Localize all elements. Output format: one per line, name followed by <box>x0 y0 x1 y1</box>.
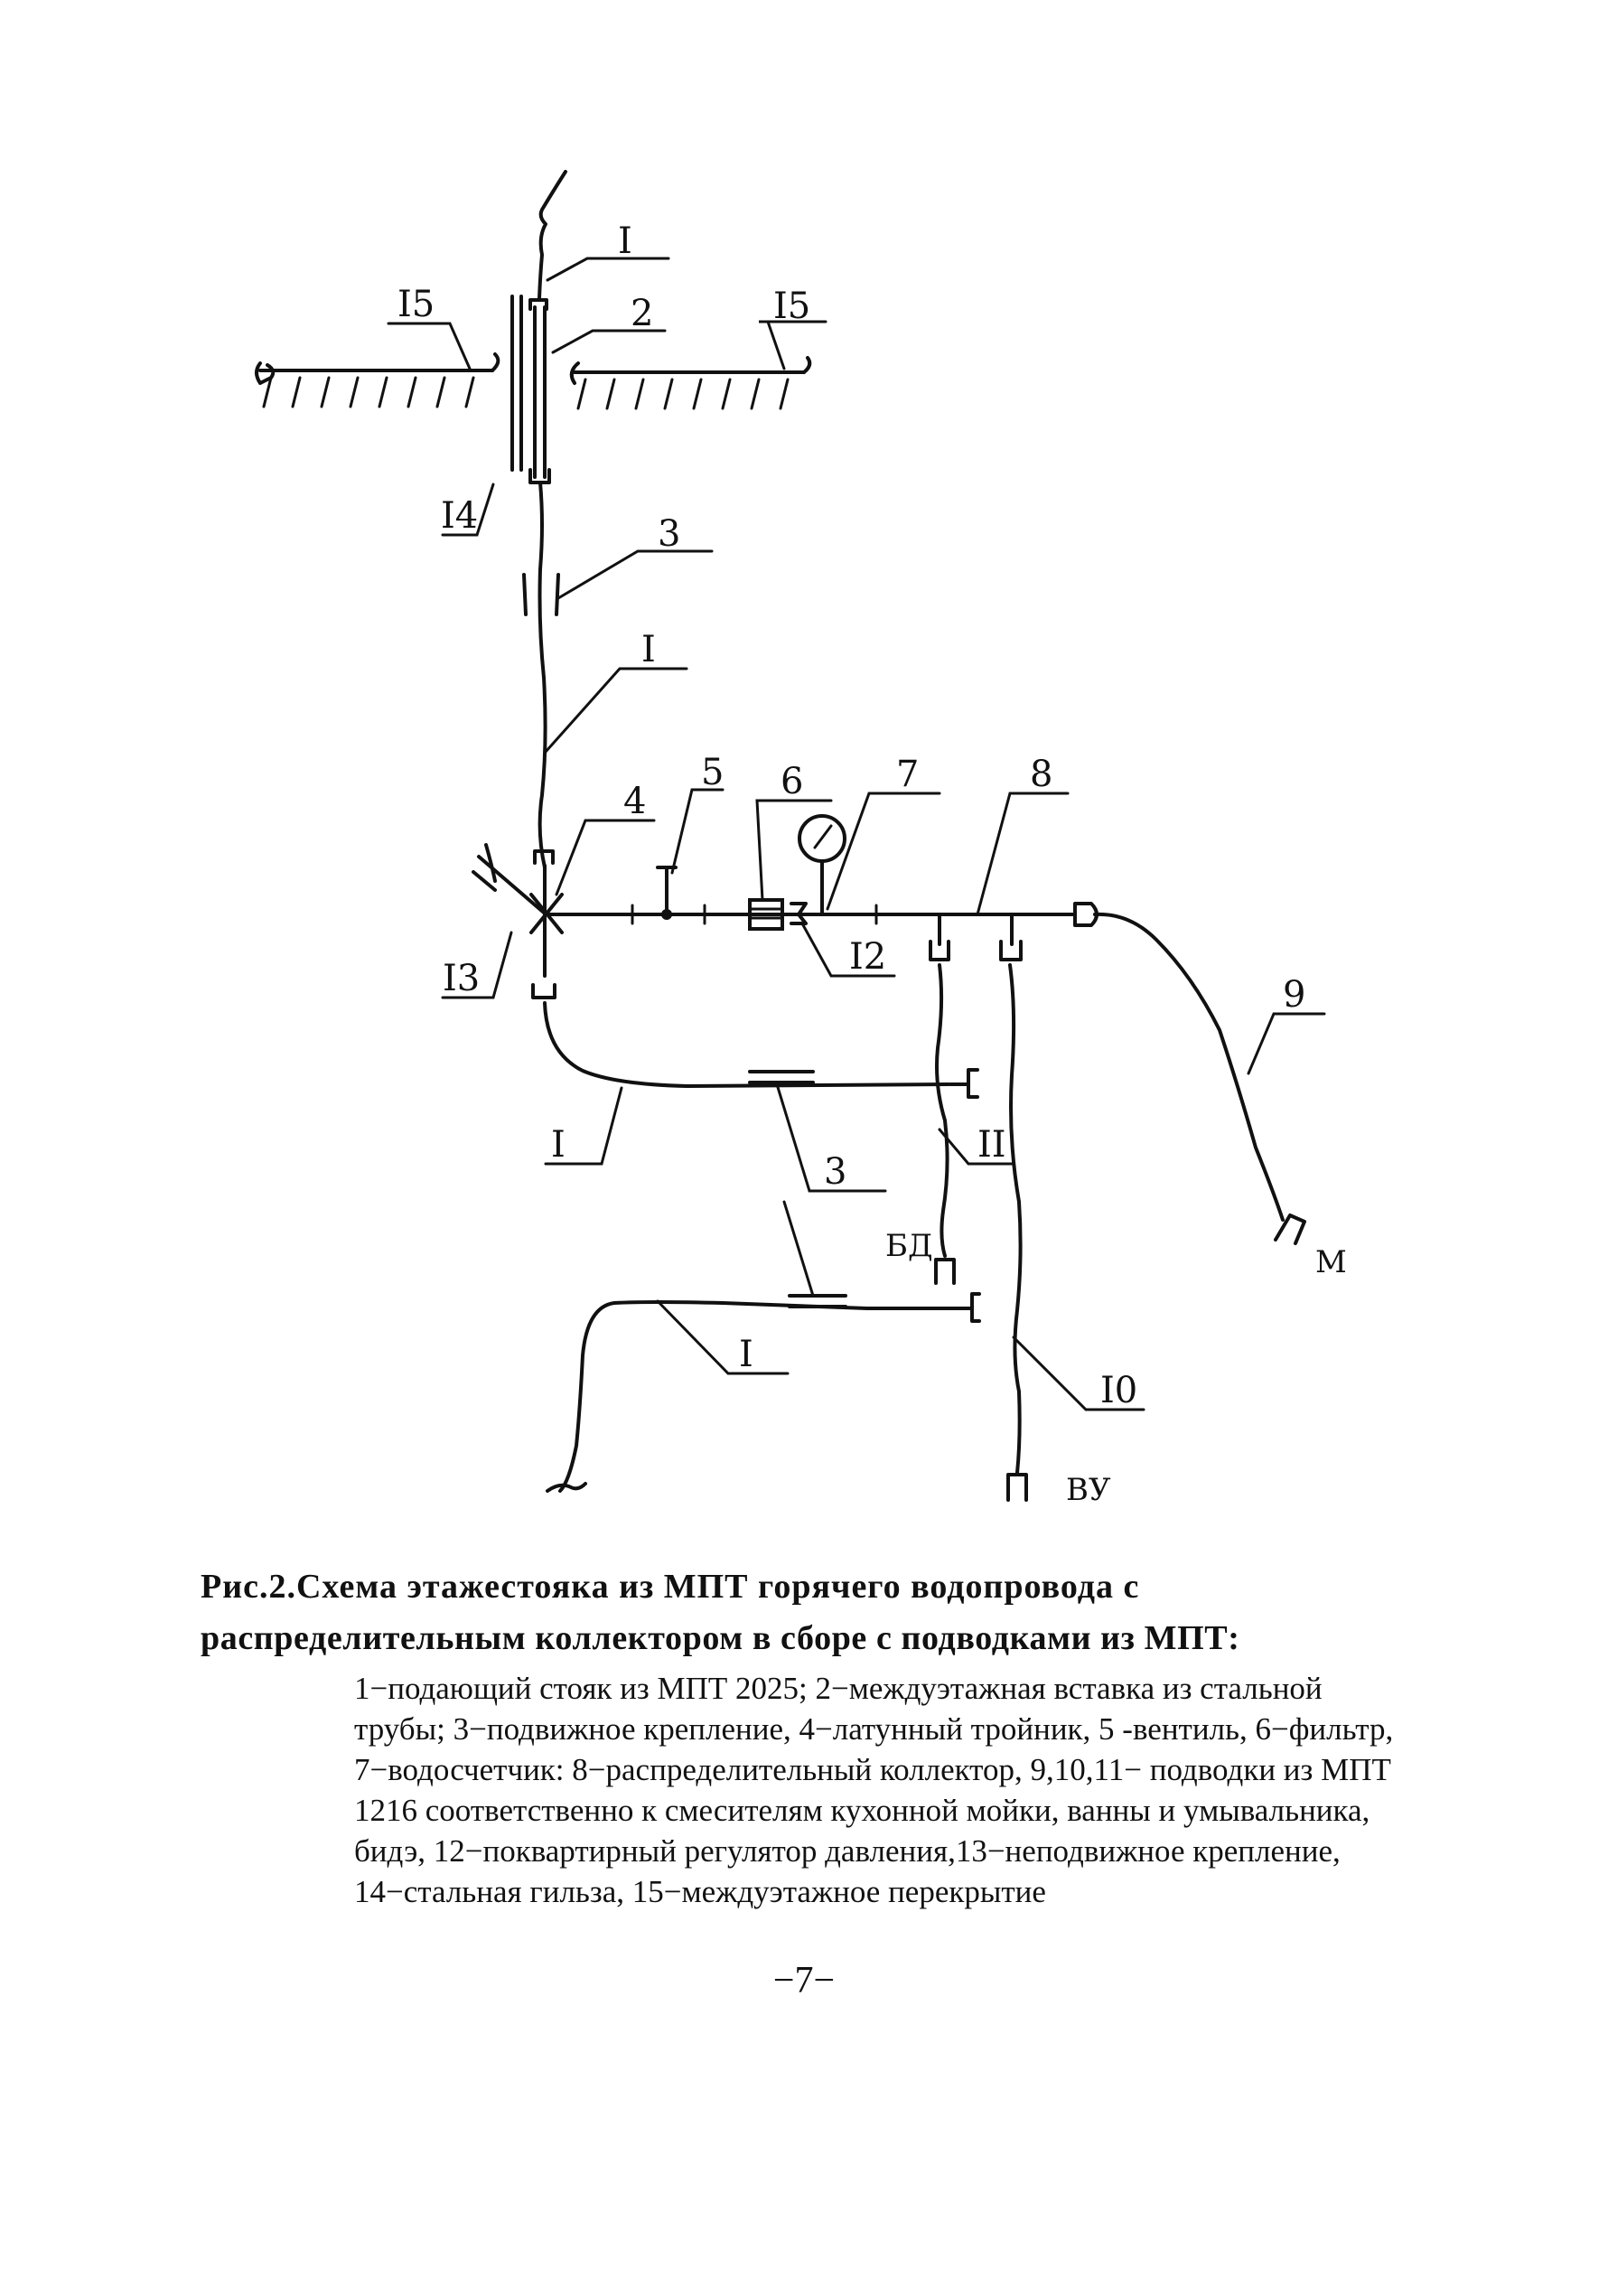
label-kitchen: М <box>1315 1244 1347 1280</box>
label-11: II <box>977 1124 1006 1166</box>
label-1-bottom: I <box>739 1334 753 1375</box>
label-bath: ВУ <box>1066 1472 1111 1508</box>
legend-line: 1−подающий стояк из МПТ 2025; 2−междуэта… <box>354 1671 1323 1706</box>
outlet-bidet <box>934 1258 956 1285</box>
movable-fastening-riser <box>522 573 560 616</box>
filter <box>748 898 784 931</box>
figure-caption-title: Рис.2.Схема этажестояка из МПТ горячего … <box>201 1561 1465 1664</box>
label-13: I3 <box>443 958 480 999</box>
label-1-low: I <box>551 1124 566 1166</box>
break-mark-bottom <box>546 1482 587 1493</box>
floor-slab-left <box>255 352 500 408</box>
collector-outlet-10 <box>999 913 1023 961</box>
page-number: −7− <box>772 1960 836 2001</box>
supply-branch-upper <box>543 1001 950 1088</box>
diagram-labels: I 2 I5 I5 I4 3 I 4 5 6 7 8 I3 I2 9 I II … <box>397 220 1347 1508</box>
movable-fastening-lower <box>788 1294 847 1308</box>
riser-pipe <box>538 481 547 869</box>
label-3-top: 3 <box>658 513 680 555</box>
label-10: I0 <box>1100 1370 1137 1411</box>
label-5: 5 <box>701 752 724 793</box>
collector-outlet-11 <box>929 913 950 961</box>
legend-line: трубы; 3−подвижное крепление, 4−латунный… <box>354 1711 1394 1747</box>
label-7: 7 <box>896 754 919 795</box>
label-14: I4 <box>441 495 478 537</box>
fitting-lower <box>956 1292 981 1323</box>
caption-title-line-1: Рис.2.Схема этажестояка из МПТ горячего … <box>201 1568 1140 1606</box>
label-8: 8 <box>1030 754 1052 795</box>
figure-legend: 1−подающий стояк из МПТ 2025; 2−междуэта… <box>354 1668 1474 1912</box>
fixed-fastening <box>472 843 546 914</box>
legend-line: 7−водосчетчик: 8−распределительный колле… <box>354 1752 1391 1787</box>
steel-insert <box>528 298 551 484</box>
water-meter <box>798 814 846 914</box>
label-15-right: I5 <box>773 286 810 327</box>
floor-slab-right <box>569 356 812 410</box>
legend-line: 14−стальная гильза, 15−междуэтажное пере… <box>354 1874 1046 1909</box>
outlet-kitchen <box>1274 1214 1306 1245</box>
valve <box>656 866 678 920</box>
label-1-top: I <box>618 220 632 262</box>
label-9: 9 <box>1283 974 1305 1016</box>
label-3-low: 3 <box>824 1151 846 1193</box>
leader-lines <box>387 257 1326 1411</box>
supply-branch-lower <box>558 1300 973 1493</box>
supply-line-11 <box>935 963 949 1258</box>
label-1-mid: I <box>641 629 656 670</box>
supply-line-10 <box>1008 963 1023 1475</box>
outlet-bath <box>1006 1473 1028 1502</box>
riser-schematic-diagram: I 2 I5 I5 I4 3 I 4 5 6 7 8 I3 I2 9 I II … <box>255 170 1347 1508</box>
supply-line-9 <box>1093 912 1285 1222</box>
label-2: 2 <box>631 293 653 334</box>
movable-fastening-upper <box>748 1070 815 1084</box>
label-bidet: БД <box>885 1228 933 1264</box>
steel-sleeve <box>510 295 523 472</box>
brass-tee <box>529 849 564 999</box>
label-4: 4 <box>623 781 646 822</box>
label-12: I2 <box>849 936 886 978</box>
legend-line: 1216 соответственно к смесителям кухонно… <box>354 1793 1370 1828</box>
caption-title-line-2: распределительным коллектором в сборе с … <box>201 1619 1240 1657</box>
riser-pipe-top <box>538 170 567 300</box>
fitting-upper <box>949 1068 979 1099</box>
label-6: 6 <box>781 761 803 802</box>
label-15-left: I5 <box>397 284 435 325</box>
legend-line: бидэ, 12−поквартирный регулятор давления… <box>354 1833 1341 1869</box>
